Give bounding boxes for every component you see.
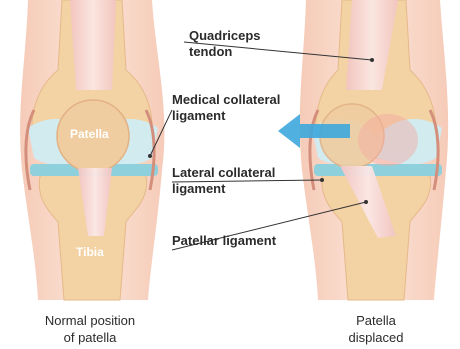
leader-dot-lateral	[320, 178, 324, 182]
label-lateral-collateral-ligament: Lateral collateral ligament	[172, 165, 275, 197]
label-tibia: Tibia	[76, 244, 104, 260]
meniscus-right	[314, 164, 442, 176]
caption-normal: Normal position of patella	[20, 312, 160, 346]
leader-dot-patellar	[364, 200, 368, 204]
label-quadriceps-tendon: Quadriceps tendon	[189, 28, 261, 60]
displaced-knee	[300, 0, 448, 300]
leader-dot-medial	[148, 154, 152, 158]
label-patellar-ligament: Patellar ligament	[172, 233, 276, 249]
leader-dot-quadriceps	[370, 58, 374, 62]
label-medial-collateral-ligament: Medical collateral ligament	[172, 92, 280, 124]
patella-ghost	[358, 114, 418, 166]
quad-tendon-left	[70, 0, 116, 90]
caption-displaced: Patella displaced	[316, 312, 436, 346]
label-patella: Patella	[70, 126, 109, 142]
